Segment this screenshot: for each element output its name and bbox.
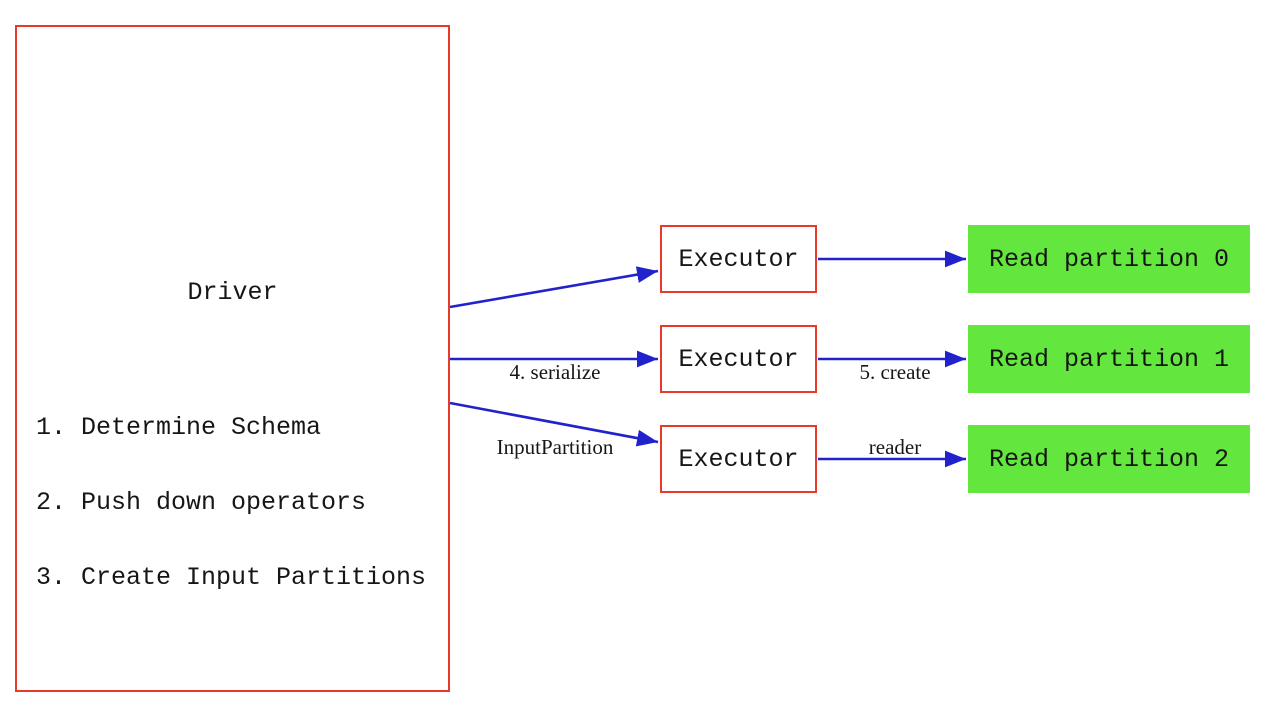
edge-label-serialize-input-partition: 4. serialize InputPartition bbox=[470, 310, 640, 510]
arrow-driver-to-executor-0 bbox=[449, 266, 659, 309]
executor-label-1: Executor bbox=[678, 344, 799, 374]
executor-label-0: Executor bbox=[678, 244, 799, 274]
partition-label-2: Read partition 2 bbox=[988, 444, 1230, 474]
edge-label-create-reader-line-1: 5. create bbox=[859, 360, 931, 384]
edge-label-create-reader-line-2: reader bbox=[868, 435, 922, 459]
edge-label-create-reader: 5. create reader bbox=[825, 310, 965, 510]
driver-step-2: 2. Push down operators bbox=[36, 488, 367, 517]
driver-box: Driver 1. Determine Schema 2. Push down … bbox=[15, 25, 450, 692]
partition-box-1: Read partition 1 bbox=[968, 325, 1250, 393]
driver-steps: 1. Determine Schema 2. Push down operato… bbox=[36, 365, 426, 640]
partition-box-2: Read partition 2 bbox=[968, 425, 1250, 493]
executor-label-2: Executor bbox=[678, 444, 799, 474]
driver-title: Driver bbox=[187, 278, 278, 307]
edge-label-serialize-line-1: 4. serialize bbox=[509, 360, 601, 384]
partition-label-1: Read partition 1 bbox=[988, 344, 1230, 374]
executor-box-2: Executor bbox=[660, 425, 817, 493]
driver-step-1: 1. Determine Schema bbox=[36, 413, 322, 442]
driver-step-3: 3. Create Input Partitions bbox=[36, 563, 427, 592]
executor-box-1: Executor bbox=[660, 325, 817, 393]
partition-box-0: Read partition 0 bbox=[968, 225, 1250, 293]
partition-label-0: Read partition 0 bbox=[988, 244, 1230, 274]
executor-box-0: Executor bbox=[660, 225, 817, 293]
edge-label-serialize-line-2: InputPartition bbox=[496, 435, 614, 459]
